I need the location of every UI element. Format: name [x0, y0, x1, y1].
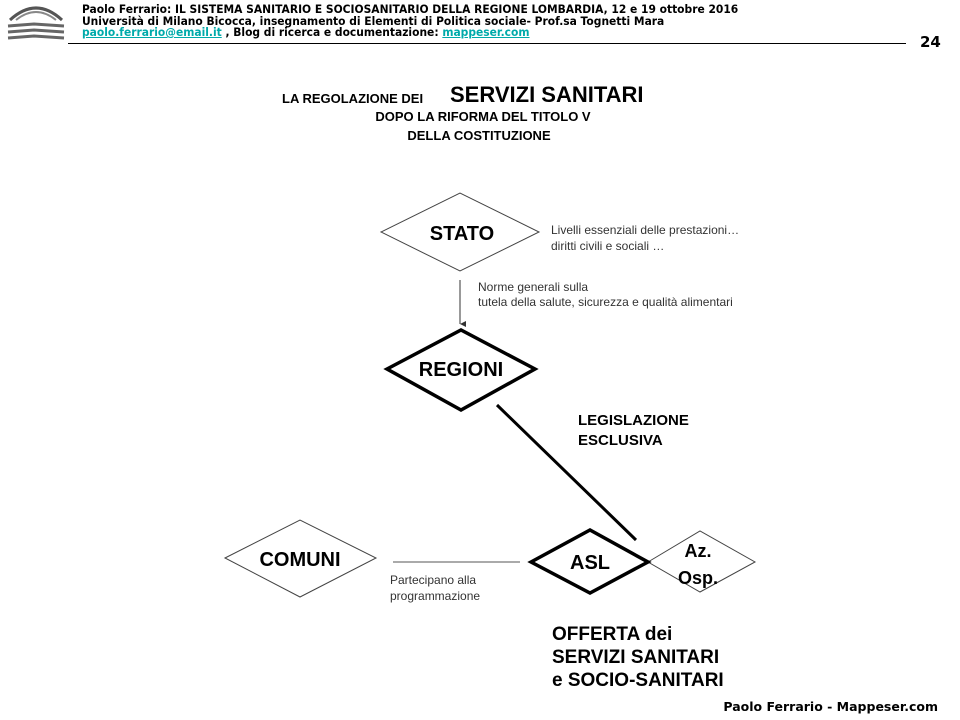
- footer-credit: Paolo Ferrario - Mappeser.com: [723, 699, 938, 714]
- header-title: Paolo Ferrario: IL SISTEMA SANITARIO E S…: [82, 2, 739, 16]
- blog-label: , Blog di ricerca e documentazione:: [221, 25, 443, 39]
- title-main: SERVIZI SANITARI: [450, 82, 644, 107]
- asl-label: ASL: [570, 552, 610, 574]
- osp-label: Osp.: [678, 568, 718, 588]
- legislazione-1: LEGISLAZIONE: [578, 412, 689, 429]
- regioni-diamond: [383, 328, 539, 413]
- page-number: 24: [920, 33, 941, 51]
- offerta-2: SERVIZI SANITARI: [552, 647, 719, 668]
- blog-link[interactable]: mappeser.com: [442, 25, 530, 39]
- legislazione-2: ESCLUSIVA: [578, 432, 663, 449]
- header-divider: [68, 43, 906, 44]
- stato-label: STATO: [430, 223, 494, 245]
- line-regioni-asl: [495, 403, 638, 542]
- stato-note-2: diritti civili e sociali …: [551, 239, 664, 253]
- comuni-diamond: [223, 519, 378, 598]
- az-osp-diamond: [647, 530, 757, 593]
- offerta-3: e SOCIO-SANITARI: [552, 670, 724, 691]
- title-line2: DOPO LA RIFORMA DEL TITOLO V: [375, 109, 591, 124]
- header-contacts: paolo.ferrario@email.it , Blog di ricerc…: [82, 26, 530, 38]
- stato-diamond: [379, 192, 541, 272]
- regioni-label: REGIONI: [419, 359, 503, 381]
- comuni-note-1: Partecipano alla: [390, 573, 476, 587]
- header-course: Università di Milano Bicocca, insegnamen…: [82, 14, 665, 28]
- comuni-note-2: programmazione: [390, 589, 480, 603]
- comuni-label: COMUNI: [259, 549, 340, 571]
- stato-note-1: Livelli essenziali delle prestazioni…: [551, 223, 739, 237]
- norme-note-2: tutela della salute, sicurezza e qualità…: [478, 295, 733, 309]
- title-line3: DELLA COSTITUZIONE: [407, 128, 551, 143]
- email-link[interactable]: paolo.ferrario@email.it: [82, 25, 222, 39]
- logo-icon: [7, 6, 65, 40]
- norme-note-1: Norme generali sulla: [478, 280, 588, 294]
- title-prefix: LA REGOLAZIONE DEI: [282, 91, 423, 106]
- offerta-1: OFFERTA dei: [552, 624, 672, 645]
- az-label: Az.: [685, 541, 712, 561]
- asl-diamond: [527, 528, 652, 595]
